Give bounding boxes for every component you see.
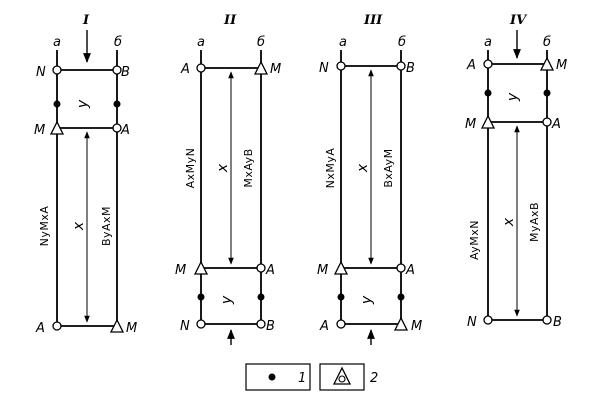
panel-4-x-label: x	[501, 217, 517, 227]
panel-4-dot-left	[484, 89, 492, 97]
legend-triangle-inner-circle	[338, 375, 346, 383]
panel-1-point-ml-label: M	[34, 123, 45, 138]
panel-3-point-bl-label: A	[319, 319, 329, 334]
panel-2-point-br	[256, 319, 266, 329]
panel-4-point-br	[542, 315, 552, 325]
panel-2-label-a: а	[197, 35, 205, 50]
panel-1-point-tr-label: B	[121, 65, 130, 80]
panel-1-point-bl	[52, 321, 62, 331]
panel-2-dot-right	[257, 293, 265, 301]
panel-3-point-tr	[396, 61, 406, 71]
panel-2-unit-y: y	[219, 295, 235, 305]
panel-2-point-bl-label: N	[180, 319, 190, 334]
panel-4-label-b: б	[543, 35, 551, 50]
panel-1-right-text: ByAxM	[100, 206, 113, 246]
panel-4-triangle-ml	[480, 114, 496, 129]
panel-1-label-a: а	[53, 35, 61, 50]
legend-label-2: 2	[370, 371, 378, 386]
panel-2-point-br-label: B	[266, 319, 275, 334]
panel-4: IV а б A M M A N B y x AyMxN MyAxB	[465, 13, 567, 330]
panel-2-triangle-tr	[253, 60, 269, 75]
panel-2-x-label: x	[215, 163, 231, 173]
panel-1-point-mr	[112, 123, 122, 133]
panel-3-point-tl	[336, 61, 346, 71]
panel-3-point-mr	[396, 263, 406, 273]
panel-3-triangle-ml	[333, 260, 349, 275]
panel-2-point-tr-label: M	[270, 62, 281, 77]
panel-3-point-bl	[336, 319, 346, 329]
panel-4-point-mr-label: A	[551, 117, 561, 132]
panel-3-left-text: NxMyA	[324, 148, 337, 189]
panel-4-right-text: MyAxB	[528, 202, 541, 242]
panel-4-point-bl-label: N	[467, 315, 477, 330]
panel-1-dot-right	[113, 100, 121, 108]
panel-1: I а б N B M A A M y x ByAxM NyMxA	[34, 13, 137, 336]
legend: 1 2	[245, 363, 378, 391]
panel-1-point-br-label: M	[126, 321, 137, 336]
panel-2-triangle-ml	[193, 260, 209, 275]
panel-2-label-b: б	[257, 35, 265, 50]
legend-dot-symbol	[268, 373, 276, 381]
panel-1-point-tl-label: N	[36, 65, 46, 80]
panel-1-point-tl	[52, 65, 62, 75]
panel-1-triangle-ml	[49, 120, 65, 135]
panel-2-left-text: AxMyN	[184, 148, 197, 189]
panel-4-numeral: IV	[509, 13, 528, 28]
panel-4-point-tl	[483, 59, 493, 69]
panel-4-label-a: а	[484, 35, 492, 50]
panel-2: II а б A M M A N B y x AxMyN MxAyB	[175, 13, 281, 345]
panel-4-point-ml-label: M	[465, 117, 476, 132]
panel-4-point-bl	[483, 315, 493, 325]
panel-2-dot-left	[197, 293, 205, 301]
panel-3-point-br-label: M	[411, 319, 422, 334]
panel-1-label-b: б	[114, 35, 122, 50]
panel-1-point-bl-label: A	[35, 321, 45, 336]
panel-3-point-tr-label: B	[406, 61, 415, 76]
panel-1-triangle-br	[109, 318, 125, 333]
panel-3-right-text: BxAyM	[382, 148, 395, 187]
panel-4-dot-right	[543, 89, 551, 97]
panel-4-point-tl-label: A	[466, 58, 476, 73]
panel-3-point-ml-label: M	[317, 263, 328, 278]
panel-2-point-mr-label: A	[265, 263, 275, 278]
panel-1-numeral: I	[82, 13, 90, 28]
legend-label-1: 1	[298, 371, 306, 386]
panel-2-right-text: MxAyB	[242, 148, 255, 187]
panel-1-point-mr-label: A	[120, 123, 130, 138]
panel-1-unit-y: y	[75, 99, 91, 109]
panel-3: III а б N B M A A M y x NxMyA BxAyM	[317, 13, 422, 345]
panel-2-point-tl	[196, 63, 206, 73]
panel-4-point-mr	[542, 117, 552, 127]
panel-3-point-tl-label: N	[319, 61, 329, 76]
panel-4-triangle-tr	[539, 56, 555, 71]
panel-2-point-ml-label: M	[175, 263, 186, 278]
panel-4-point-tr-label: M	[556, 58, 567, 73]
panel-1-x-label: x	[71, 221, 87, 231]
panel-3-triangle-br	[393, 316, 409, 331]
panel-4-unit-y: y	[505, 92, 521, 102]
panel-3-point-mr-label: A	[405, 263, 415, 278]
panel-4-left-text: AyMxN	[468, 220, 481, 260]
panel-1-left-text: NyMxA	[38, 206, 51, 247]
panel-1-dot-left	[53, 100, 61, 108]
panel-3-numeral: III	[363, 13, 383, 28]
panel-2-point-mr	[256, 263, 266, 273]
panel-2-point-bl	[196, 319, 206, 329]
panel-2-point-tl-label: A	[180, 62, 190, 77]
panel-3-dot-right	[397, 293, 405, 301]
legend-box-1	[245, 363, 311, 391]
panel-1-point-tr	[112, 65, 122, 75]
panel-3-unit-y: y	[359, 295, 375, 305]
panel-3-x-label: x	[355, 163, 371, 173]
panel-3-label-a: а	[339, 35, 347, 50]
panel-2-numeral: II	[223, 13, 237, 28]
panel-4-point-br-label: B	[553, 315, 562, 330]
panel-3-label-b: б	[398, 35, 406, 50]
panel-3-dot-left	[337, 293, 345, 301]
